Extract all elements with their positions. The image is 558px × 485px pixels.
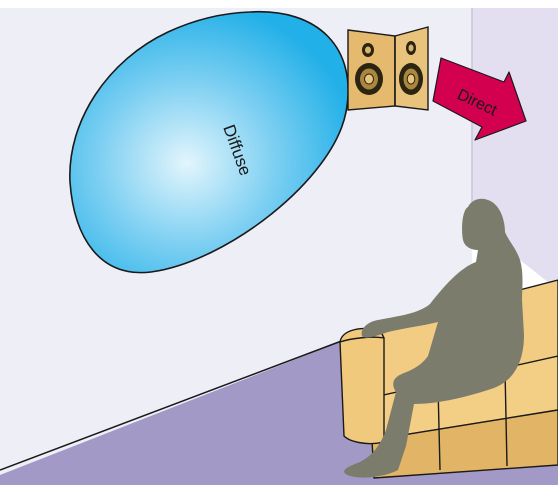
tweeter-icon [406,41,416,55]
direct-sound-arrow: Direct [432,57,527,141]
floor-wall-edge [0,336,353,471]
listener-silhouette [344,198,524,478]
diffuse-sound-field: Diffuse [69,11,349,274]
sofa-armrest [339,327,385,445]
arrow-icon [432,57,527,141]
person-silhouette-icon [344,198,524,478]
woofer-icon [399,63,423,95]
speaker-icon [347,26,429,111]
tweeter-icon [362,43,374,57]
woofer-icon [355,63,383,95]
frame-top-edge [0,0,558,8]
